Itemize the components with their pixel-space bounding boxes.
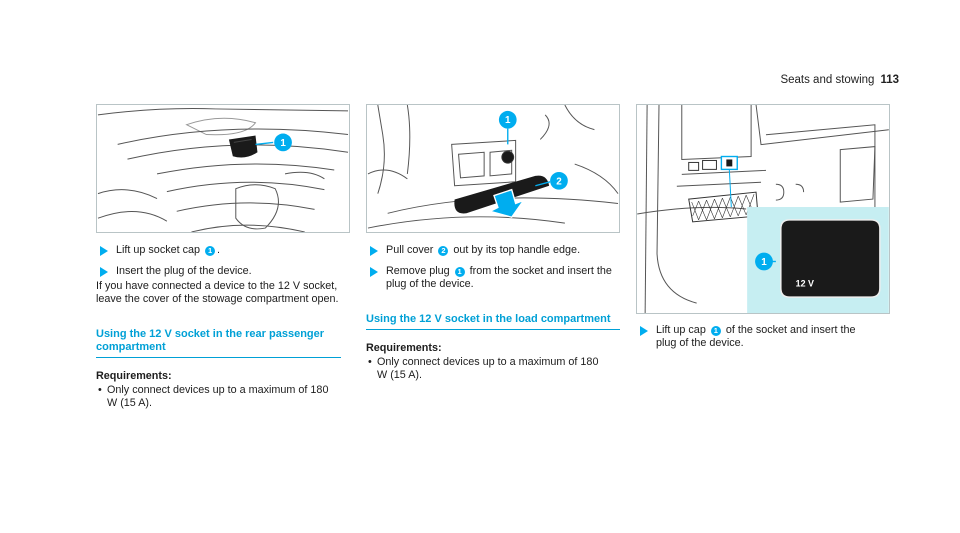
console-socket-illustration: 1	[97, 108, 349, 232]
step-arrow-icon	[640, 326, 648, 336]
requirements-heading: Requirements:	[366, 342, 442, 354]
step-arrow-icon	[370, 267, 378, 277]
callout-number-2: 2	[556, 176, 562, 187]
step-pull-cover: Pull cover 2 out by its top handle edge.	[366, 244, 620, 257]
callout-number-icon: 1	[205, 246, 216, 256]
load-compartment-illustration: 12 V 1	[637, 105, 889, 313]
callout-marker	[274, 133, 292, 152]
section-title: Seats and stowing	[780, 74, 875, 86]
step-insert-plug: Insert the plug of the device.	[96, 265, 350, 278]
callout-marker	[755, 252, 773, 271]
socket-cap	[228, 135, 258, 158]
figure-rear-socket: 1 2	[366, 104, 620, 233]
page-header: Seats and stowing 113	[780, 74, 899, 86]
column-2: Pull cover 2 out by its top handle edge.…	[366, 244, 620, 382]
section-heading-load-compartment: Using the 12 V socket in the load compar…	[366, 313, 620, 330]
requirements-heading: Requirements:	[96, 370, 172, 382]
requirement-item: Only connect devices up to a maximum of …	[96, 384, 332, 410]
step-arrow-icon	[100, 246, 108, 256]
step-remove-plug: Remove plug 1 from the socket and insert…	[366, 265, 612, 291]
page-number: 113	[880, 74, 899, 86]
callout-number-icon: 1	[454, 267, 465, 277]
callout-number-icon: 2	[438, 246, 449, 256]
figure-load-compartment-socket: 12 V 1	[636, 104, 890, 314]
callout-number: 1	[280, 138, 286, 149]
socket-voltage-label: 12 V	[796, 278, 814, 288]
callout-marker-1	[498, 110, 517, 129]
callout-marker-2	[550, 171, 568, 190]
section-heading-rear-passenger: Using the 12 V socket in the rear passen…	[96, 328, 341, 358]
figure-console-socket: 1	[96, 104, 350, 233]
callout-number-icon: 1	[710, 326, 721, 336]
step-lift-socket-cap: Lift up socket cap 1.	[96, 244, 350, 257]
step-arrow-icon	[100, 267, 108, 277]
note-text: If you have connected a device to the 12…	[96, 280, 339, 305]
column-3: Lift up cap 1 of the socket and insert t…	[636, 324, 890, 358]
callout-number: 1	[761, 257, 767, 268]
callout-number-1: 1	[505, 115, 511, 126]
requirement-item: Only connect devices up to a maximum of …	[366, 356, 602, 382]
column-1: Lift up socket cap 1. Insert the plug of…	[96, 244, 350, 410]
socket-cap-detail	[780, 219, 881, 298]
rear-socket-illustration: 1 2	[367, 105, 619, 229]
step-arrow-icon	[370, 246, 378, 256]
pull-arrow	[488, 188, 526, 219]
step-lift-cap: Lift up cap 1 of the socket and insert t…	[636, 324, 876, 350]
